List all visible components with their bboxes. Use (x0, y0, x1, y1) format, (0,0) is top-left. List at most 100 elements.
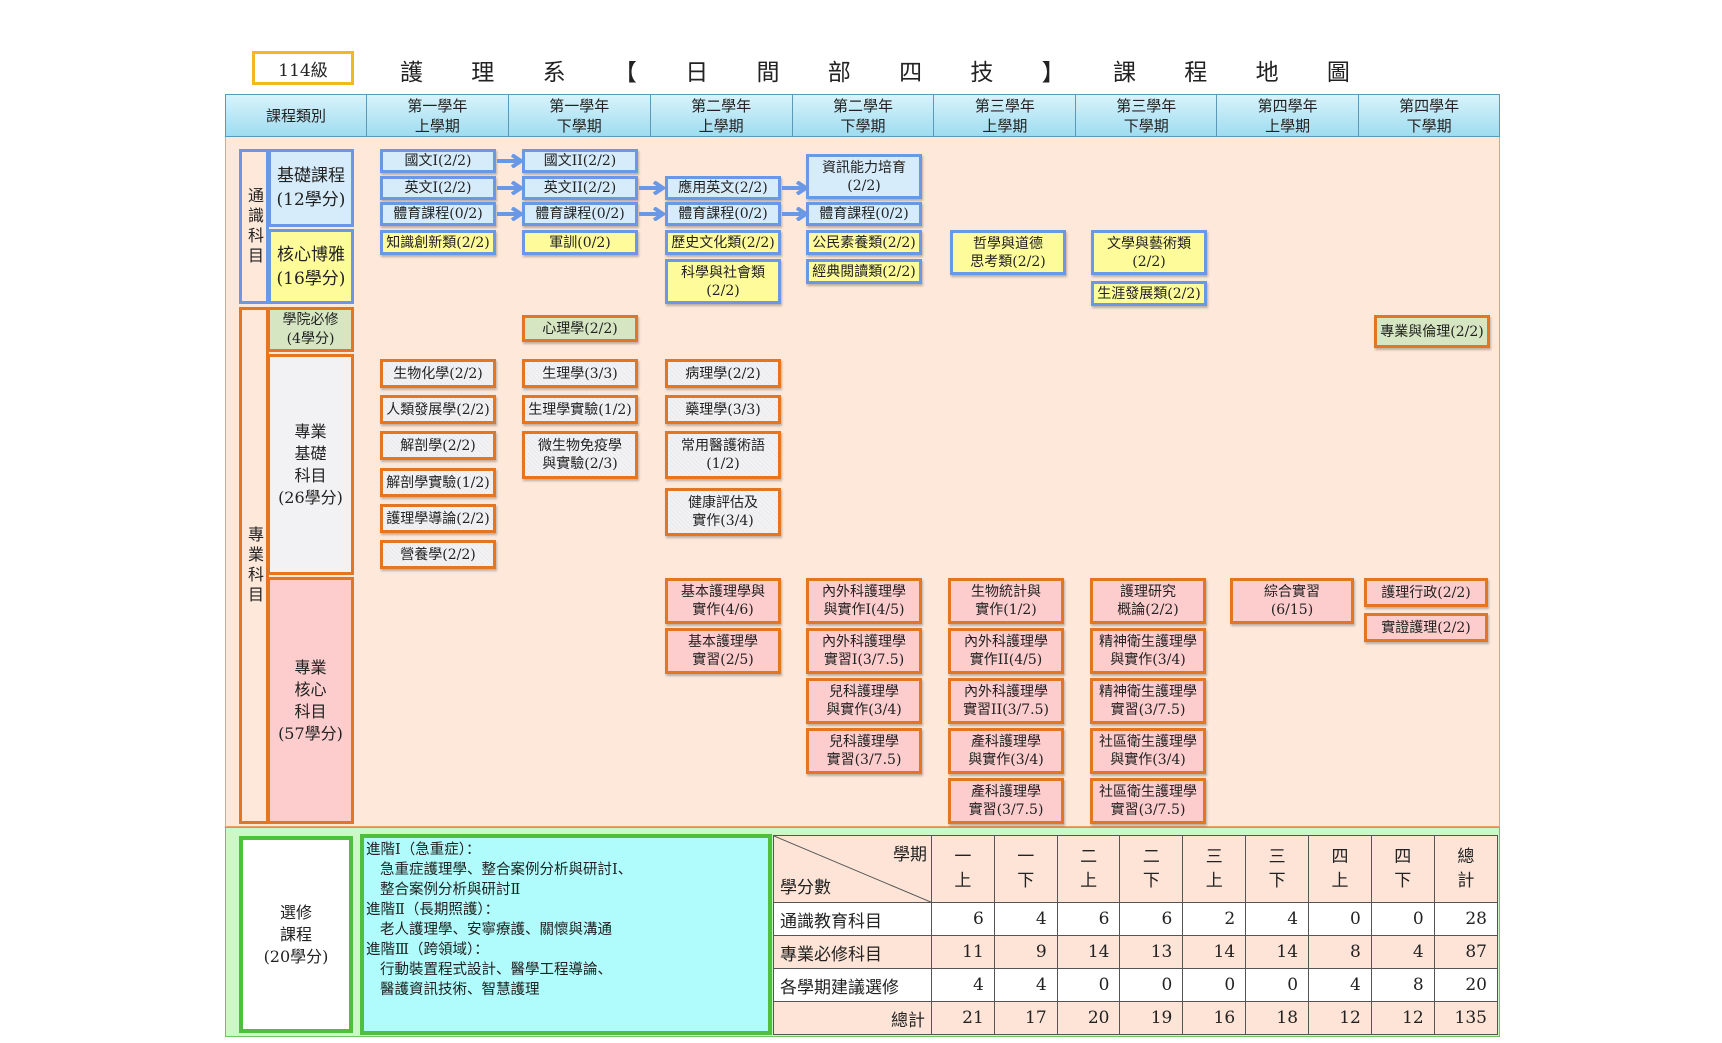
credit-value: 16 (1182, 1001, 1247, 1035)
category-label: 課程類別 (265, 106, 326, 125)
grade-label: 114級 (252, 51, 354, 85)
header-semester: 第二學年下學期 (793, 95, 935, 136)
credit-value: 11 (930, 935, 995, 970)
course-box[interactable]: 英文I(2/2) (380, 176, 496, 200)
general-category: 通識科目 (239, 149, 269, 304)
course-box[interactable]: 內外科護理學 實習I(3/7.5) (806, 628, 922, 674)
course-box[interactable]: 專業與倫理(2/2) (1374, 315, 1490, 348)
course-box[interactable]: 歷史文化類(2/2) (665, 230, 781, 255)
course-box[interactable]: 英文II(2/2) (522, 176, 638, 200)
header-term: 下學期 (840, 116, 886, 135)
course-box[interactable]: 生物化學(2/2) (380, 359, 496, 388)
title-char: 【 (613, 60, 637, 86)
title-char: 地 (1255, 60, 1279, 86)
credit-value: 0 (1308, 902, 1372, 937)
course-box[interactable]: 基本護理學與 實作(4/6) (665, 578, 781, 624)
course-box[interactable]: 護理學導論(2/2) (380, 504, 496, 533)
credit-value: 13 (1119, 935, 1184, 970)
credit-value: 9 (993, 935, 1058, 970)
row-label: 通識教育科目 (773, 902, 932, 937)
course-box[interactable]: 護理行政(2/2) (1364, 578, 1488, 607)
professional-label: 專業科目 (245, 525, 264, 606)
course-box[interactable]: 病理學(2/2) (665, 359, 781, 388)
pro-basic-line: 科目 (294, 465, 327, 485)
course-box[interactable]: 生涯發展類(2/2) (1091, 281, 1207, 306)
course-box[interactable]: 內外科護理學 實習II(3/7.5) (948, 678, 1064, 724)
course-box[interactable]: 資訊能力培育 (2/2) (806, 154, 922, 199)
header-term: 上學期 (698, 116, 744, 135)
credit-value: 14 (1056, 935, 1121, 970)
course-box[interactable]: 體育課程(0/2) (380, 202, 496, 226)
course-box[interactable]: 藥理學(3/3) (665, 395, 781, 424)
course-box[interactable]: 內外科護理學 實作II(4/5) (948, 628, 1064, 674)
course-box[interactable]: 解剖學(2/2) (380, 431, 496, 460)
course-box[interactable]: 公民素養類(2/2) (806, 230, 922, 255)
course-box[interactable]: 護理研究 概論(2/2) (1090, 578, 1206, 624)
course-box[interactable]: 體育課程(0/2) (522, 202, 638, 226)
course-box[interactable]: 營養學(2/2) (380, 540, 496, 569)
course-box[interactable]: 體育課程(0/2) (665, 202, 781, 226)
col-head-line: 二 (1080, 847, 1098, 868)
course-box[interactable]: 哲學與道德 思考類(2/2) (950, 230, 1066, 275)
semester-header: 課程類別 第一學年上學期第一學年下學期第二學年上學期第二學年下學期第三學年上學期… (225, 94, 1500, 137)
general-basic-credits: (12學分) (276, 190, 346, 210)
course-box[interactable]: 科學與社會類 (2/2) (665, 259, 781, 304)
course-box[interactable]: 產科護理學 與實作(3/4) (948, 728, 1064, 774)
col-head-line: 四 (1331, 847, 1349, 868)
semester-column-header: 一下 (993, 834, 1058, 904)
course-box[interactable]: 常用醫護術語 (1/2) (665, 431, 781, 479)
header-year: 第一學年 (549, 96, 610, 115)
semester-column-header: 二下 (1119, 834, 1184, 904)
course-box[interactable]: 社區衛生護理學 實習(3/7.5) (1090, 778, 1206, 824)
pro-core-line: 核心 (294, 679, 327, 699)
credit-value: 14 (1245, 935, 1310, 970)
course-box[interactable]: 生理學(3/3) (522, 359, 638, 388)
course-box[interactable]: 國文I(2/2) (380, 149, 496, 173)
credit-value: 8 (1370, 968, 1435, 1003)
course-box[interactable]: 國文II(2/2) (522, 149, 638, 173)
row-label: 專業必修科目 (773, 935, 932, 970)
course-box[interactable]: 人類發展學(2/2) (380, 395, 496, 424)
course-box[interactable]: 解剖學實驗(1/2) (380, 468, 496, 497)
course-box[interactable]: 體育課程(0/2) (806, 202, 922, 226)
course-box[interactable]: 實證護理(2/2) (1364, 613, 1488, 642)
header-year: 第二學年 (833, 96, 894, 115)
course-box[interactable]: 兒科護理學 與實作(3/4) (806, 678, 922, 724)
course-box[interactable]: 生物統計與 實作(1/2) (948, 578, 1064, 624)
general-basic-category: 基礎課程(12學分) (268, 149, 354, 227)
course-box[interactable]: 基本護理學 實習(2/5) (665, 628, 781, 674)
course-box[interactable]: 精神衛生護理學 實習(3/7.5) (1090, 678, 1206, 724)
course-box[interactable]: 生理學實驗(1/2) (522, 395, 638, 424)
course-box[interactable]: 產科護理學 實習(3/7.5) (948, 778, 1064, 824)
course-box[interactable]: 健康評估及 實作(3/4) (665, 488, 781, 536)
course-box[interactable]: 精神衛生護理學 與實作(3/4) (1090, 628, 1206, 674)
credit-value: 4 (993, 968, 1058, 1003)
course-box[interactable]: 應用英文(2/2) (665, 176, 781, 200)
pro-core-line: 科目 (294, 701, 327, 721)
course-box[interactable]: 心理學(2/2) (522, 315, 638, 342)
course-box[interactable]: 內外科護理學 與實作I(4/5) (806, 578, 922, 624)
credit-value: 0 (1370, 902, 1435, 937)
course-box[interactable]: 兒科護理學 實習(3/7.5) (806, 728, 922, 774)
course-box[interactable]: 綜合實習 (6/15) (1230, 578, 1354, 624)
college-required-credits: (4學分) (286, 330, 335, 347)
course-box[interactable]: 微生物免疫學 與實驗(2/3) (522, 431, 638, 479)
course-box[interactable]: 軍訓(0/2) (522, 230, 638, 255)
course-box[interactable]: 知識創新類(2/2) (380, 230, 496, 255)
course-box[interactable]: 經典閱讀類(2/2) (806, 259, 922, 284)
col-head-line: 上 (1080, 871, 1098, 892)
semester-column-header: 總計 (1433, 834, 1499, 904)
elective-course-line: 整合案例分析與研討Ⅱ (380, 882, 521, 898)
credit-value: 20 (1433, 968, 1499, 1003)
course-box[interactable]: 社區衛生護理學 與實作(3/4) (1090, 728, 1206, 774)
col-head-line: 計 (1457, 871, 1475, 892)
elective-credits: (20學分) (263, 946, 329, 966)
course-box[interactable]: 文學與藝術類 (2/2) (1091, 230, 1207, 275)
header-semester: 第一學年上學期 (367, 95, 509, 136)
corner-cell: 學期 學分數 (773, 834, 932, 904)
col-head-line: 下 (1268, 871, 1286, 892)
header-semester: 第三學年下學期 (1076, 95, 1218, 136)
